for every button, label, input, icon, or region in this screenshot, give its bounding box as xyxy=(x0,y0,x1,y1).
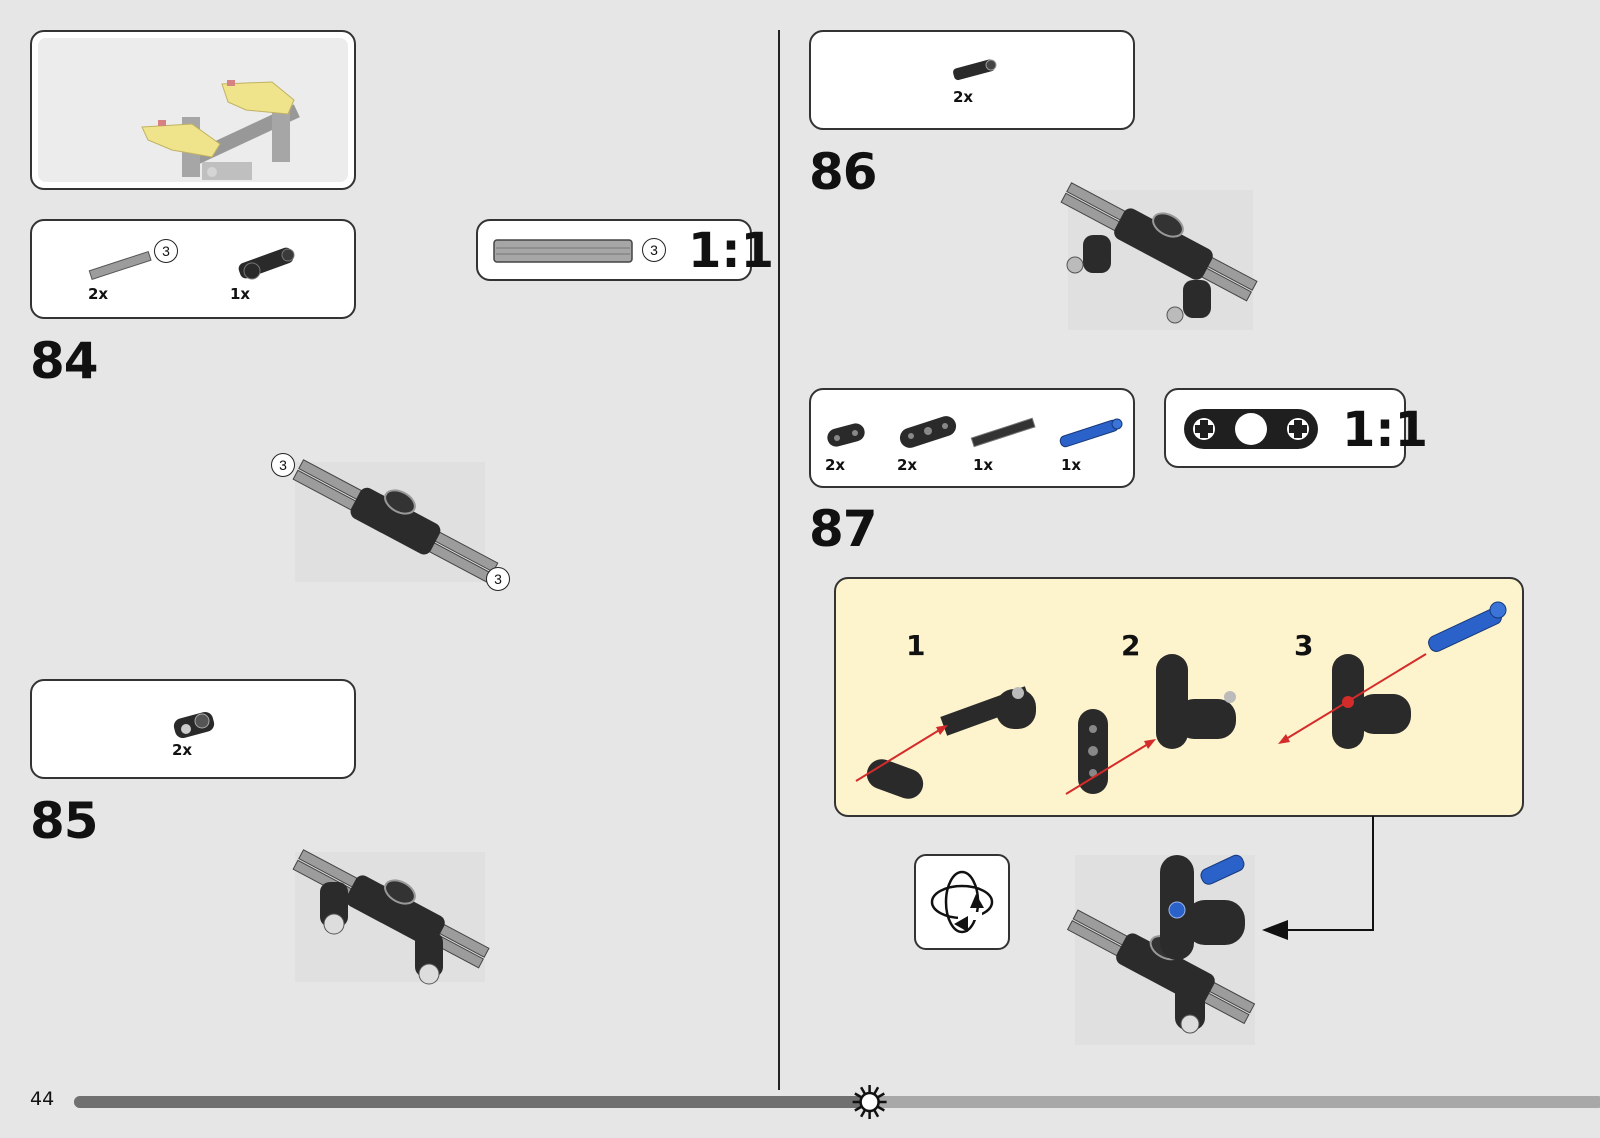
step84-model-callout-left: 3 xyxy=(271,453,295,477)
substep-1-number: 1 xyxy=(906,629,926,662)
step84-scale-callout: 3 xyxy=(642,238,666,262)
pin-connector-part-icon xyxy=(173,711,215,739)
previous-model-thumbnail xyxy=(30,30,356,190)
substep-2-image xyxy=(1065,654,1236,795)
step87-scale-label: 1:1 xyxy=(1342,402,1428,458)
blue-pin-part-icon xyxy=(1059,418,1123,448)
sun-progress-icon xyxy=(852,1085,887,1119)
beam-scale-image xyxy=(1184,409,1318,449)
step84-part2-qty: 1x xyxy=(230,285,251,303)
progress-bar-done xyxy=(74,1096,870,1108)
substep-1-image xyxy=(855,686,1036,799)
step84-model-callout-right: 3 xyxy=(486,567,510,591)
step87-part3-qty: 1x xyxy=(973,456,994,474)
step87-number: 87 xyxy=(809,500,878,558)
step84-scale-label: 1:1 xyxy=(688,223,774,279)
link-3-part-icon xyxy=(899,416,957,448)
previous-model-image xyxy=(38,38,348,182)
step87-part2-qty: 2x xyxy=(897,456,918,474)
step84-model-image xyxy=(292,459,499,584)
small-link-part-icon xyxy=(827,423,865,447)
step87-scale-box: 1:1 xyxy=(1164,388,1428,468)
friction-pin-part-icon xyxy=(953,59,997,81)
step87-part1-qty: 2x xyxy=(825,456,846,474)
step84-scale-box: 3 1:1 xyxy=(476,219,774,281)
step84-parts-box: 3 2x 1x xyxy=(30,219,356,319)
step87-part4-qty: 1x xyxy=(1061,456,1082,474)
step84-number: 84 xyxy=(30,332,99,390)
axle-scale-image xyxy=(493,239,633,263)
rotate-model-icon xyxy=(930,870,994,934)
step85-part1-qty: 2x xyxy=(172,741,193,759)
step84-part1-qty: 2x xyxy=(88,285,109,303)
step86-number: 86 xyxy=(809,143,878,201)
step87-parts-box: 2x 2x 1x 1x xyxy=(809,388,1135,488)
step86-model-image xyxy=(1060,182,1258,330)
cross-connector-part-icon xyxy=(238,247,295,280)
substep-2-number: 2 xyxy=(1121,629,1141,662)
step87-substep-panel: 1 2 3 xyxy=(834,577,1524,817)
substep-3-image xyxy=(1278,601,1507,749)
substep-connector-arrow xyxy=(1262,816,1374,940)
step85-parts-box: 2x xyxy=(30,679,356,779)
step86-parts-box: 2x xyxy=(809,30,1135,130)
rotate-model-box xyxy=(914,854,1010,950)
axle-3-part-icon xyxy=(88,250,152,280)
step84-part1-length-callout: 3 xyxy=(154,239,178,263)
step85-number: 85 xyxy=(30,792,99,850)
progress-bar xyxy=(74,1085,1600,1119)
step87-model-image xyxy=(1066,854,1256,1045)
axle-pin-part-icon xyxy=(970,417,1036,448)
step85-model-image xyxy=(292,849,490,985)
page-number: 44 xyxy=(30,1088,55,1110)
step86-part1-qty: 2x xyxy=(953,88,974,106)
substep-3-number: 3 xyxy=(1294,629,1314,662)
page-divider xyxy=(778,30,780,1090)
